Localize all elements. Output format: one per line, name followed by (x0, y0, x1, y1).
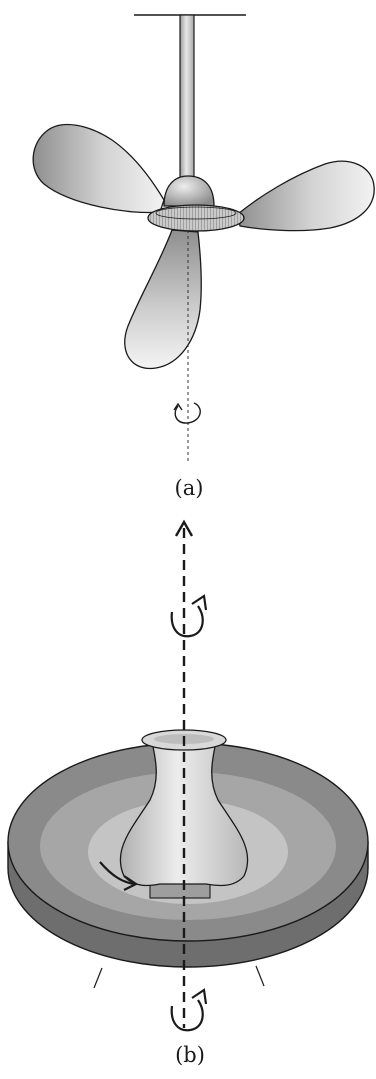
fan-rod (179, 14, 195, 181)
caption-panel-a: (a) (174, 476, 204, 500)
fan-motor-dome (163, 175, 215, 207)
rotation-arrow-icon (170, 594, 208, 638)
wheel-leg-left (93, 967, 103, 989)
fan-blade-right (237, 160, 375, 232)
wheel-motion-arrow-icon (99, 861, 139, 891)
pot-body (119, 741, 249, 887)
fan-motor-ring-top (155, 206, 237, 220)
fan-blade-lower (124, 229, 202, 370)
fan-motor-ring (147, 204, 245, 232)
rotation-arrow-icon (170, 988, 208, 1032)
potters-wheel (7, 519, 369, 1032)
axis-arrow-icon (174, 519, 194, 537)
fan-blade-left (32, 123, 165, 214)
rotation-arrow-icon (173, 402, 201, 424)
wheel-leg-right (255, 965, 265, 987)
caption-panel-b: (b) (175, 1043, 205, 1067)
ceiling-fan (32, 14, 375, 462)
